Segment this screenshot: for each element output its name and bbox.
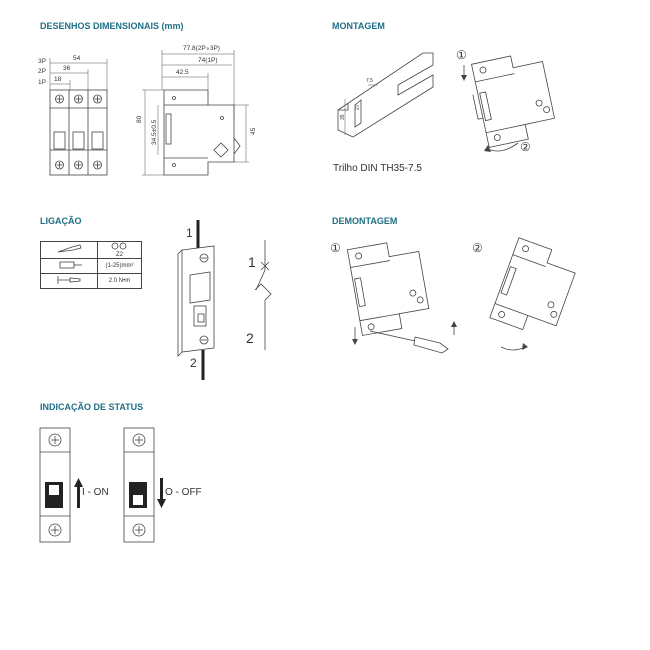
mounting-breaker-drawing	[461, 55, 556, 152]
connection-breaker-drawing	[177, 220, 215, 380]
table-row: (1-25)mm²	[40, 258, 142, 274]
section-title-mounting: MONTAGEM	[332, 21, 385, 31]
arrow-up-icon	[74, 478, 83, 508]
table-cell	[40, 273, 98, 289]
cable-icon	[59, 261, 82, 269]
side-view-drawing	[142, 50, 249, 176]
mounting-step-2: ②	[520, 140, 531, 154]
pole-label-1p: 1P	[38, 79, 46, 86]
din-rail-drawing	[337, 52, 434, 138]
table-cell: Z2	[97, 241, 142, 259]
dim-side-total: 77.8(2P∘3P)	[183, 45, 220, 52]
status-on-label: I - ON	[82, 487, 109, 498]
dim-depth-45: 45	[250, 127, 257, 135]
torque-head-label: Z2	[115, 252, 123, 258]
dim-side-1p: 74(1P)	[198, 57, 218, 64]
wiring-table: Z2 (1-25)mm² 2.0 N•m	[40, 241, 142, 289]
status-off-label: O - OFF	[165, 487, 202, 498]
circuit-symbol	[254, 240, 272, 350]
dim-width-54: 54	[73, 55, 81, 62]
table-cell	[40, 241, 98, 259]
torque-value-label: 2.0 N•m	[97, 273, 142, 289]
rail-dim-7-5: 7.5	[366, 78, 373, 84]
pole-label-2p: 2P	[38, 68, 46, 75]
mounting-step-1: ①	[456, 48, 467, 62]
breaker-on-drawing	[39, 427, 71, 543]
section-title-dimensional: DESENHOS DIMENSIONAIS (mm)	[40, 21, 184, 31]
torque-wrench-icon	[57, 276, 81, 284]
breaker-off-drawing	[123, 427, 155, 543]
terminal-label-top: 1	[186, 226, 193, 240]
section-title-dismounting: DEMONTAGEM	[332, 216, 398, 226]
table-row: 2.0 N•m	[40, 273, 142, 289]
symbol-label-top: 1	[248, 254, 256, 270]
dim-width-18: 18	[54, 76, 62, 83]
front-view-drawing	[49, 58, 108, 176]
dismounting-step2-drawing	[489, 237, 576, 351]
table-row: Z2	[40, 241, 142, 259]
dismounting-step-1: ①	[330, 241, 341, 255]
terminal-label-bottom: 2	[190, 356, 197, 370]
dismounting-step-2: ②	[472, 241, 483, 255]
screw-head-icon	[111, 242, 126, 250]
dim-width-36: 36	[63, 65, 71, 72]
screwdriver-icon	[57, 244, 82, 253]
din-rail-label: Trilho DIN TH35-7.5	[333, 163, 422, 174]
symbol-label-bottom: 2	[246, 330, 254, 346]
section-title-status: INDICAÇÃO DE STATUS	[40, 402, 144, 412]
arrow-down-icon	[157, 478, 166, 508]
dim-inner-34-5: 34.5±0.5	[151, 119, 158, 145]
rail-dim-35: 35	[340, 114, 346, 120]
pole-label-3p: 3P	[38, 58, 46, 65]
cable-section-label: (1-25)mm²	[97, 258, 142, 274]
rail-dim-27: 27	[355, 104, 361, 110]
dim-side-42-5: 42.5	[176, 69, 189, 76]
dim-height-80: 80	[136, 115, 143, 123]
table-cell	[40, 258, 98, 274]
dismounting-step1-drawing	[346, 242, 457, 354]
section-title-connection: LIGAÇÃO	[40, 216, 82, 226]
